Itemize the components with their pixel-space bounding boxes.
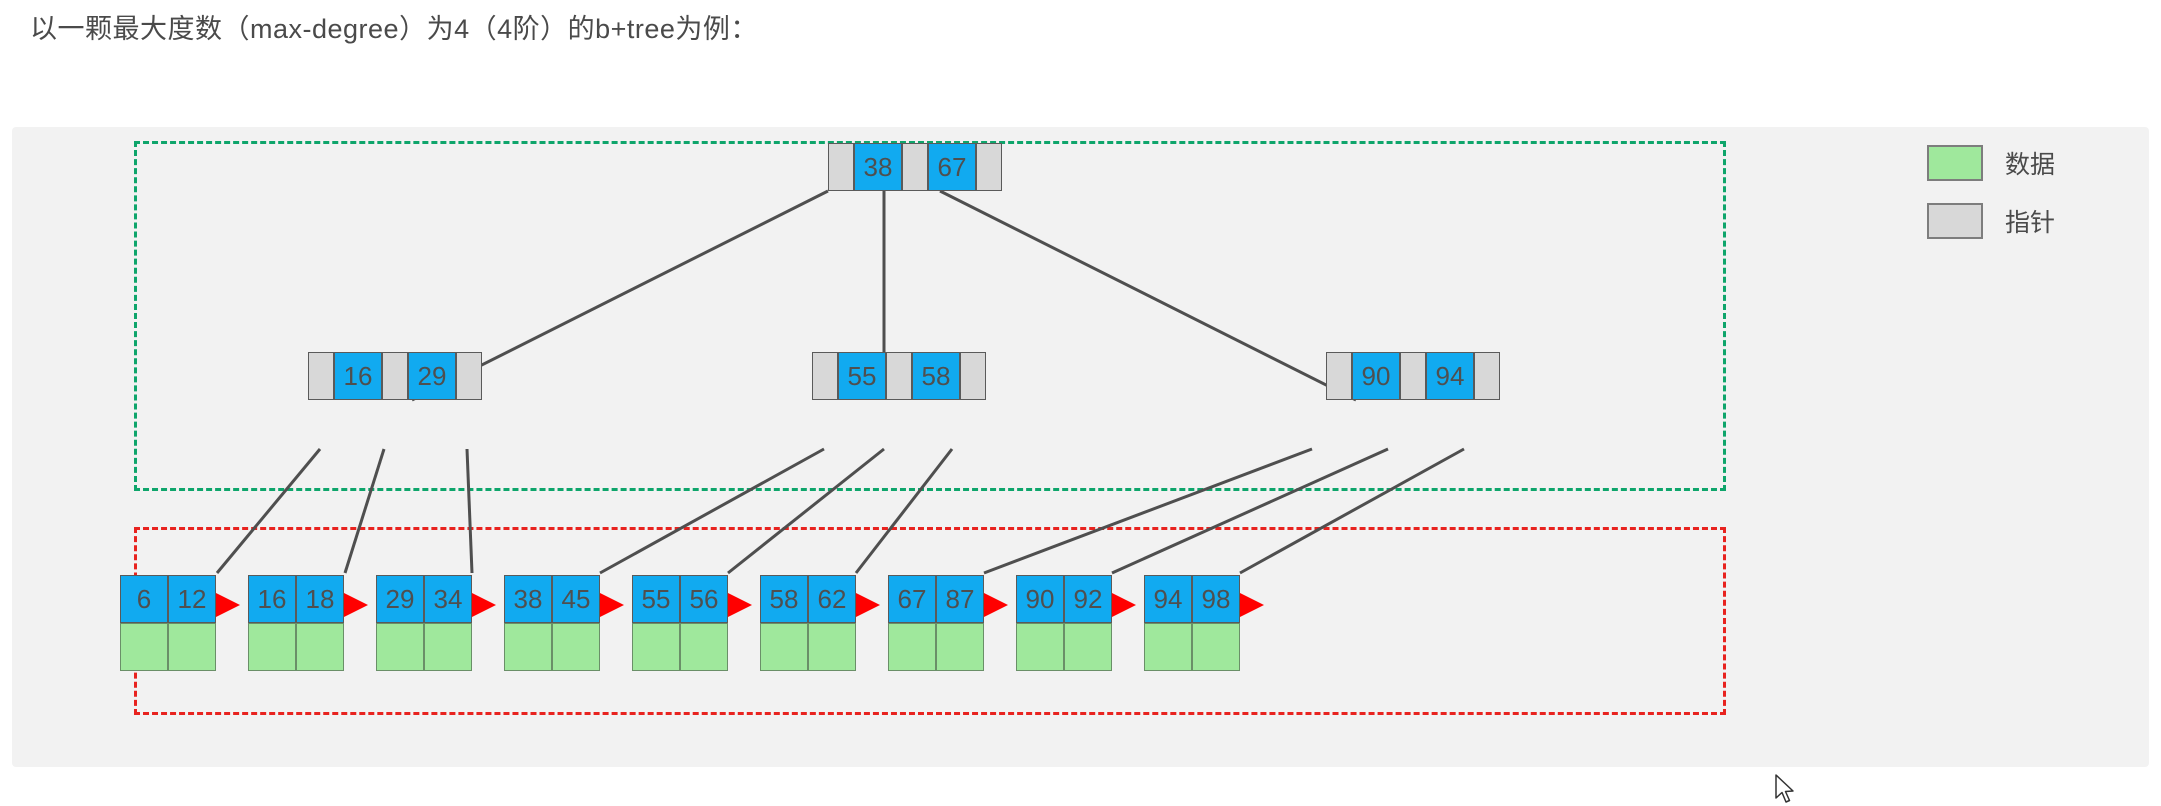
internal-2-pointer-1 — [1400, 352, 1426, 400]
leaf-1-data-1 — [296, 623, 344, 671]
leaf-3-key-0: 38 — [504, 575, 552, 623]
leaf-0-data-row — [120, 623, 216, 671]
root-pointer-1 — [902, 143, 928, 191]
internal-0-pointer-1 — [382, 352, 408, 400]
internal-0-pointer-0 — [308, 352, 334, 400]
leaf-2-key-1: 34 — [424, 575, 472, 623]
leaf-5-data-row — [760, 623, 856, 671]
leaf-node-0[interactable]: 6 12 — [120, 575, 216, 671]
leaf-3-data-0 — [504, 623, 552, 671]
legend-item-data: 数据 — [1927, 145, 2055, 181]
leaf-5-data-1 — [808, 623, 856, 671]
leaf-4-data-row — [632, 623, 728, 671]
leaf-4-data-0 — [632, 623, 680, 671]
internal-1-key-1: 58 — [912, 352, 960, 400]
leaf-2-key-0: 29 — [376, 575, 424, 623]
leaf-7-data-0 — [1016, 623, 1064, 671]
leaf-node-8[interactable]: 94 98 — [1144, 575, 1240, 671]
leaf-3-key-1: 45 — [552, 575, 600, 623]
internal-1-key-0: 55 — [838, 352, 886, 400]
leaf-3-data-1 — [552, 623, 600, 671]
leaf-node-4[interactable]: 55 56 — [632, 575, 728, 671]
leaf-8-data-row — [1144, 623, 1240, 671]
internal-2-key-0: 90 — [1352, 352, 1400, 400]
leaf-2-key-row: 29 34 — [376, 575, 472, 623]
index-region-box — [134, 141, 1726, 491]
internal-1-pointer-0 — [812, 352, 838, 400]
leaf-8-data-0 — [1144, 623, 1192, 671]
mouse-cursor-icon — [1775, 774, 1794, 803]
leaf-2-data-row — [376, 623, 472, 671]
leaf-0-data-1 — [168, 623, 216, 671]
leaf-6-data-1 — [936, 623, 984, 671]
leaf-7-key-0: 90 — [1016, 575, 1064, 623]
leaf-node-2[interactable]: 29 34 — [376, 575, 472, 671]
legend-label-pointer: 指针 — [2005, 209, 2056, 237]
leaf-5-data-0 — [760, 623, 808, 671]
leaf-7-data-row — [1016, 623, 1112, 671]
root-pointer-2 — [976, 143, 1002, 191]
legend-item-pointer: 指针 — [1927, 203, 2055, 239]
leaf-0-key-0: 6 — [120, 575, 168, 623]
leaf-1-data-0 — [248, 623, 296, 671]
leaf-5-key-1: 62 — [808, 575, 856, 623]
leaf-3-key-row: 38 45 — [504, 575, 600, 623]
leaf-7-key-row: 90 92 — [1016, 575, 1112, 623]
internal-node-0[interactable]: 16 29 — [308, 352, 482, 400]
page-title: 以一颗最大度数（max-degree）为4（4阶）的b+tree为例： — [30, 14, 758, 44]
leaf-node-5[interactable]: 58 62 — [760, 575, 856, 671]
leaf-8-key-row: 94 98 — [1144, 575, 1240, 623]
legend: 数据 指针 — [1927, 145, 2055, 261]
leaf-1-data-row — [248, 623, 344, 671]
leaf-6-key-row: 67 87 — [888, 575, 984, 623]
leaf-0-data-0 — [120, 623, 168, 671]
leaf-0-key-1: 12 — [168, 575, 216, 623]
leaf-2-data-0 — [376, 623, 424, 671]
leaf-node-6[interactable]: 67 87 — [888, 575, 984, 671]
leaf-8-data-1 — [1192, 623, 1240, 671]
internal-0-key-1: 29 — [408, 352, 456, 400]
internal-node-2[interactable]: 90 94 — [1326, 352, 1500, 400]
leaf-8-key-0: 94 — [1144, 575, 1192, 623]
leaf-0-key-row: 6 12 — [120, 575, 216, 623]
leaf-4-data-1 — [680, 623, 728, 671]
internal-2-pointer-0 — [1326, 352, 1352, 400]
root-key-0: 38 — [854, 143, 902, 191]
internal-0-pointer-2 — [456, 352, 482, 400]
leaf-5-key-0: 58 — [760, 575, 808, 623]
legend-swatch-pointer-icon — [1927, 203, 1983, 239]
legend-label-data: 数据 — [2005, 151, 2056, 179]
leaf-7-data-1 — [1064, 623, 1112, 671]
root-pointer-0 — [828, 143, 854, 191]
internal-2-pointer-2 — [1474, 352, 1500, 400]
bplus-tree-figure: 38 67 16 29 55 58 90 94 6 12 — [12, 127, 2149, 803]
leaf-5-key-row: 58 62 — [760, 575, 856, 623]
leaf-node-1[interactable]: 16 18 — [248, 575, 344, 671]
leaf-6-data-0 — [888, 623, 936, 671]
leaf-8-key-1: 98 — [1192, 575, 1240, 623]
leaf-6-data-row — [888, 623, 984, 671]
internal-2-key-1: 94 — [1426, 352, 1474, 400]
internal-0-key-0: 16 — [334, 352, 382, 400]
root-key-1: 67 — [928, 143, 976, 191]
leaf-node-3[interactable]: 38 45 — [504, 575, 600, 671]
leaf-4-key-1: 56 — [680, 575, 728, 623]
leaf-4-key-row: 55 56 — [632, 575, 728, 623]
leaf-1-key-0: 16 — [248, 575, 296, 623]
leaf-6-key-0: 67 — [888, 575, 936, 623]
leaf-6-key-1: 87 — [936, 575, 984, 623]
leaf-4-key-0: 55 — [632, 575, 680, 623]
leaf-2-data-1 — [424, 623, 472, 671]
leaf-1-key-1: 18 — [296, 575, 344, 623]
legend-swatch-data-icon — [1927, 145, 1983, 181]
leaf-1-key-row: 16 18 — [248, 575, 344, 623]
root-node[interactable]: 38 67 — [828, 143, 1002, 191]
leaf-7-key-1: 92 — [1064, 575, 1112, 623]
internal-1-pointer-2 — [960, 352, 986, 400]
internal-1-pointer-1 — [886, 352, 912, 400]
internal-node-1[interactable]: 55 58 — [812, 352, 986, 400]
leaf-node-7[interactable]: 90 92 — [1016, 575, 1112, 671]
leaf-3-data-row — [504, 623, 600, 671]
